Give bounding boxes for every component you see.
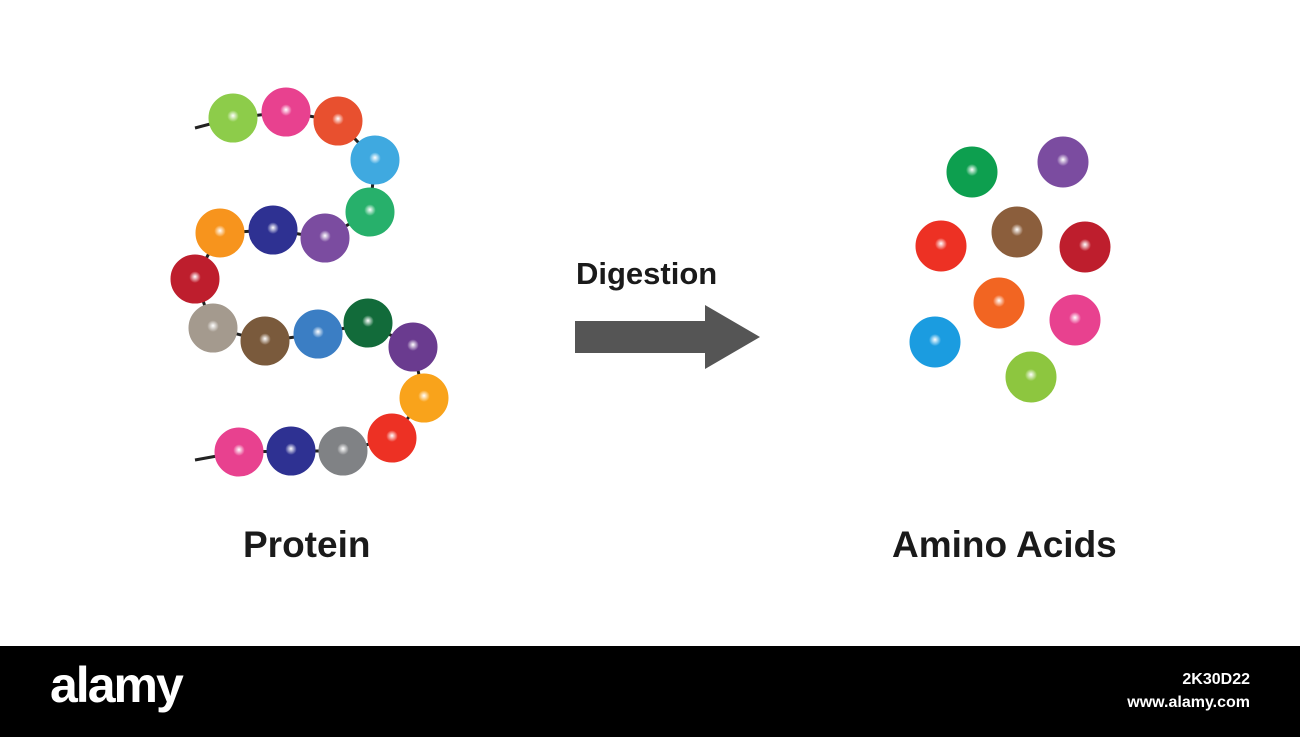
image-id: 2K30D22 (1182, 671, 1250, 688)
amino-acid-bead (343, 298, 393, 348)
right-arrow-icon (575, 305, 760, 369)
free-amino-acid-bead (973, 277, 1025, 329)
protein-label: Protein (243, 524, 371, 565)
amino-acid-bead (208, 93, 258, 143)
amino-acid-bead (345, 187, 395, 237)
amino-acid-bead (248, 205, 298, 255)
site-url[interactable]: www.alamy.com (1127, 694, 1250, 711)
footer-bar (0, 646, 1300, 737)
digestion-arrow (575, 305, 760, 369)
free-amino-acid-bead (909, 316, 961, 368)
amino-acid-bead (240, 316, 290, 366)
free-amino-acid-bead (1037, 136, 1089, 188)
amino-acid-bead (313, 96, 363, 146)
free-amino-acid-bead (1005, 351, 1057, 403)
amino-acids-label: Amino Acids (892, 524, 1117, 565)
brand-logo: alamy (50, 657, 184, 713)
amino-acid-bead (293, 309, 343, 359)
amino-acid-bead (266, 426, 316, 476)
amino-acid-bead (170, 254, 220, 304)
amino-acid-bead (350, 135, 400, 185)
free-amino-acids (909, 136, 1111, 403)
amino-acid-bead (399, 373, 449, 423)
protein-chain (170, 87, 449, 477)
free-amino-acid-bead (1059, 221, 1111, 273)
amino-acid-bead (261, 87, 311, 137)
amino-acid-bead (300, 213, 350, 263)
amino-acid-bead (195, 208, 245, 258)
free-amino-acid-bead (915, 220, 967, 272)
amino-acid-bead (367, 413, 417, 463)
digestion-label: Digestion (576, 256, 718, 291)
digestion-diagram (170, 87, 1111, 477)
amino-acid-bead (388, 322, 438, 372)
amino-acid-bead (214, 427, 264, 477)
free-amino-acid-bead (946, 146, 998, 198)
amino-acid-bead (188, 303, 238, 353)
amino-acid-bead (318, 426, 368, 476)
free-amino-acid-bead (1049, 294, 1101, 346)
free-amino-acid-bead (991, 206, 1043, 258)
